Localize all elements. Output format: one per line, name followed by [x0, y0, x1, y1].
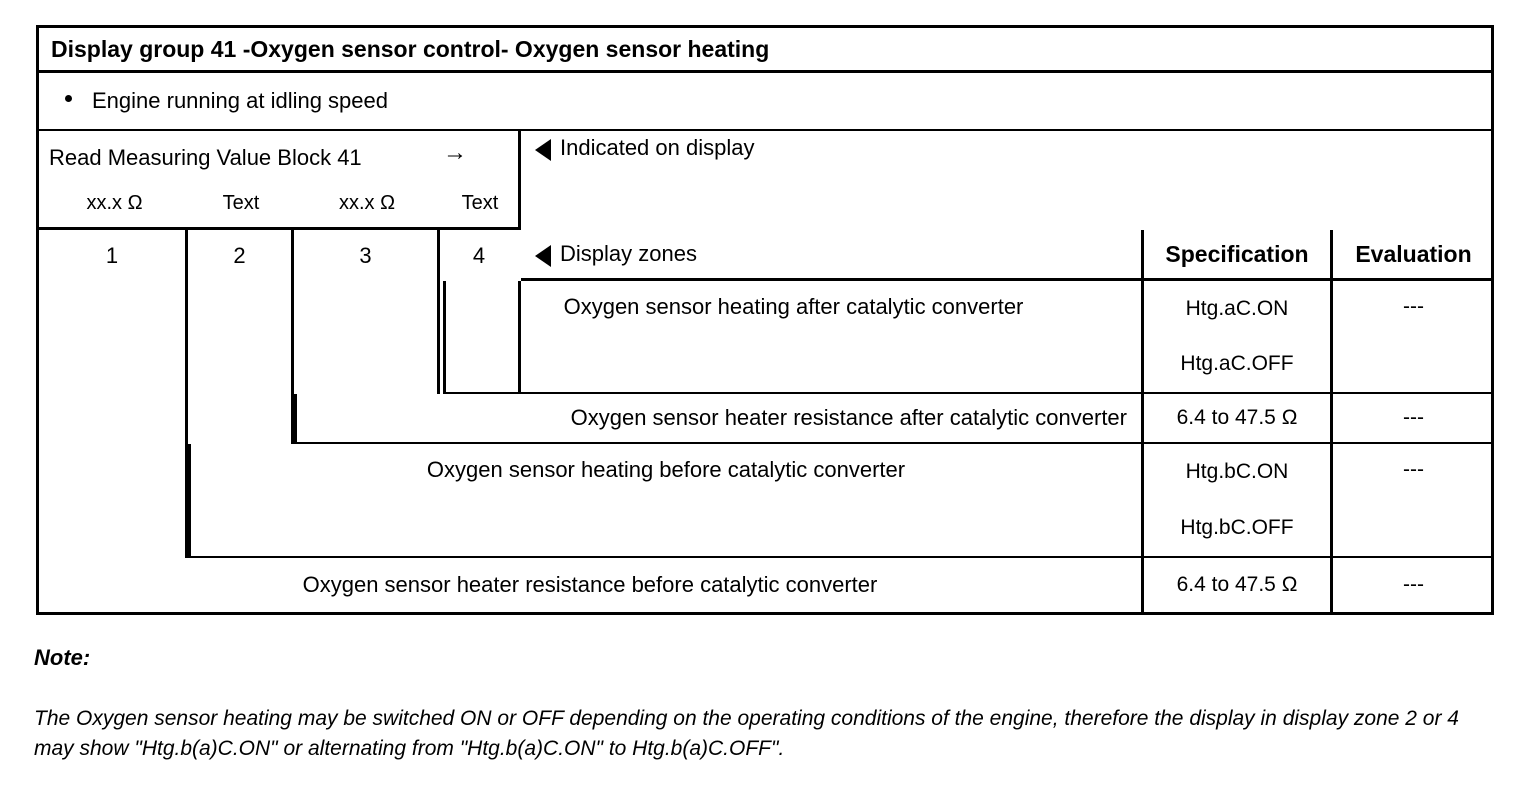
mvb-label: Read Measuring Value Block 41 — [49, 145, 362, 170]
precondition-text: Engine running at idling speed — [92, 88, 389, 113]
zone-step-line-4 — [518, 281, 521, 392]
mvb-unit-3: xx.x Ω — [338, 191, 396, 214]
zone-divider-1 — [185, 230, 188, 281]
triangle-left-icon-2 — [535, 245, 551, 267]
row-evaluation-3: --- — [1330, 394, 1494, 442]
row-description-text-2: Oxygen sensor heating before catalytic c… — [426, 457, 906, 483]
zone-divider-2 — [291, 230, 294, 281]
zone-step-line-1 — [185, 281, 188, 558]
display-zones-header: Display zones — [521, 230, 1180, 281]
row-divider-2 — [294, 442, 1494, 444]
eval-text-2: --- — [1403, 458, 1424, 481]
spec-line-3a: 6.4 to 47.5 Ω — [1176, 405, 1298, 429]
panel-divider-vertical — [518, 131, 521, 230]
row-specification-2: Htg.bC.ON Htg.bC.OFF — [1141, 444, 1330, 556]
zone-divider-3 — [437, 230, 440, 281]
spec-line-1a: 6.4 to 47.5 Ω — [1176, 572, 1298, 596]
eval-text-1: --- — [1403, 572, 1424, 596]
spec-line-2b: Htg.bC.OFF — [1180, 515, 1294, 539]
zone-step-line-3 — [437, 281, 440, 394]
row-description-3: Oxygen sensor heater resistance after ca… — [294, 394, 1141, 442]
read-measuring-value-block: Read Measuring Value Block 41 → xx.x Ω T… — [39, 131, 521, 230]
measuring-value-block-table: Display group 41 -Oxygen sensor control-… — [36, 25, 1494, 615]
eval-text-4: --- — [1403, 295, 1424, 318]
row-divider-1 — [443, 392, 1494, 394]
row-specification-3: 6.4 to 47.5 Ω — [1141, 394, 1330, 442]
display-zones-label: Display zones — [560, 241, 697, 266]
row-specification-1: 6.4 to 47.5 Ω — [1141, 558, 1330, 612]
mvb-unit-1: xx.x Ω — [86, 191, 143, 214]
spec-line-2a: Htg.bC.ON — [1185, 459, 1289, 483]
zone-step-line-2 — [291, 281, 294, 444]
page-title: Display group 41 -Oxygen sensor control-… — [39, 28, 1491, 73]
zone-number-4: 4 — [472, 242, 486, 268]
triangle-left-icon — [535, 139, 551, 161]
row-description-1: Oxygen sensor heater resistance before c… — [39, 558, 1141, 612]
row-specification-4: Htg.aC.ON Htg.aC.OFF — [1141, 281, 1330, 392]
row-evaluation-1: --- — [1330, 558, 1494, 612]
zone-number-1: 1 — [105, 242, 119, 268]
row-evaluation-4: --- — [1330, 281, 1494, 392]
row-description-text-4: Oxygen sensor heating after catalytic co… — [563, 293, 1024, 319]
precondition-row: Engine running at idling speed — [39, 73, 1491, 131]
row-description-text-1: Oxygen sensor heater resistance before c… — [302, 572, 878, 598]
row-description-text-3: Oxygen sensor heater resistance after ca… — [570, 405, 1127, 431]
row-evaluation-2: --- — [1330, 444, 1494, 556]
bullet-icon — [65, 94, 72, 102]
mvb-unit-4: Text — [461, 191, 499, 214]
mvb-unit-2: Text — [222, 191, 260, 214]
zone-number-3: 3 — [359, 242, 372, 268]
row-divider-3 — [188, 556, 1494, 558]
note-label: Note: — [34, 645, 91, 670]
indicated-on-display-label: Indicated on display — [560, 135, 755, 160]
note-text: The Oxygen sensor heating may be switche… — [34, 707, 1459, 761]
spec-line-4a: Htg.aC.ON — [1185, 296, 1289, 320]
evaluation-header: Evaluation — [1330, 230, 1494, 281]
zone-number-2: 2 — [233, 242, 246, 268]
row-description-2: Oxygen sensor heating before catalytic c… — [188, 444, 1141, 556]
eval-text-3: --- — [1403, 405, 1424, 429]
indicated-on-display-panel: Indicated on display — [521, 131, 1494, 230]
specification-header: Specification — [1141, 230, 1330, 281]
spec-line-4b: Htg.aC.OFF — [1180, 352, 1294, 376]
arrow-right-icon: → — [443, 139, 467, 166]
row-description-4: Oxygen sensor heating after catalytic co… — [443, 281, 1141, 392]
